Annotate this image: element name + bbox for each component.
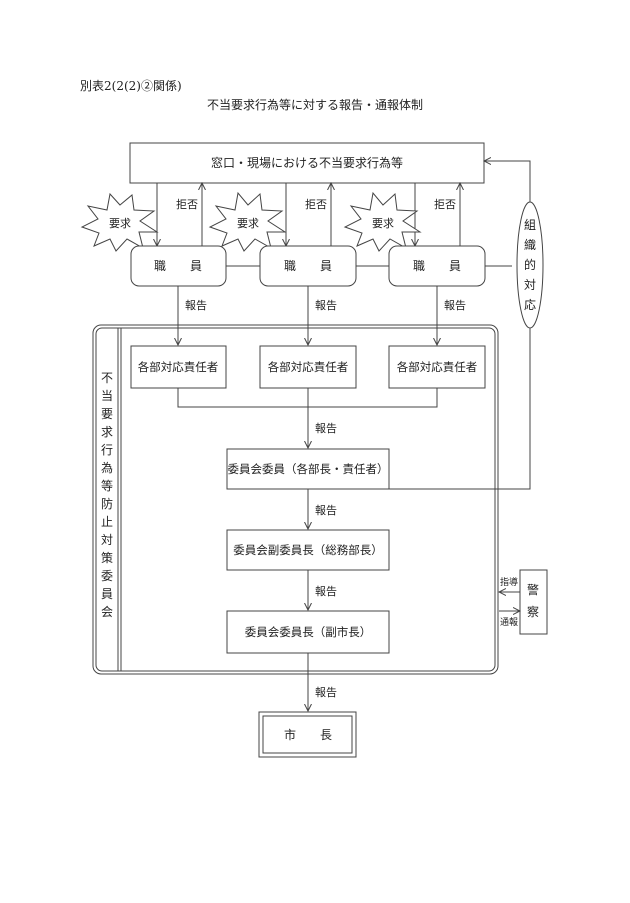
diagram-title: 不当要求行為等に対する報告・通報体制 <box>207 98 423 112</box>
member-label: 委員会委員（各部長・責任者） <box>228 462 389 476</box>
staff-label-1: 職 員 <box>154 259 202 273</box>
officer-label-2: 各部対応責任者 <box>268 360 349 374</box>
officer-label-1: 各部対応責任者 <box>138 360 219 374</box>
svg-text:不: 不 <box>101 371 113 385</box>
svg-text:為: 為 <box>101 461 113 475</box>
incident-box <box>129 142 485 184</box>
org-response-label: 組 織 的 対 応 <box>524 218 536 312</box>
officer-box-1 <box>130 345 227 389</box>
officer-label-3: 各部対応責任者 <box>397 360 478 374</box>
svg-text:要: 要 <box>101 407 113 421</box>
mayor-label: 市 長 <box>284 727 332 742</box>
member-box <box>226 448 390 490</box>
vice-chair-box <box>226 529 390 571</box>
demand-label-3: 要求 <box>372 217 394 230</box>
incident-label: 窓口・現場における不当要求行為等 <box>211 155 403 170</box>
svg-text:策: 策 <box>101 551 113 565</box>
report-label-staff-3: 報告 <box>444 299 466 312</box>
report-label-member: 報告 <box>315 422 337 435</box>
mayor-box-inner <box>262 715 353 754</box>
svg-text:等: 等 <box>101 479 113 493</box>
staff-label-3: 職 員 <box>413 259 461 273</box>
svg-text:組: 組 <box>524 218 536 232</box>
demand-burst-2: 要求 <box>208 191 287 252</box>
svg-text:会: 会 <box>101 605 113 619</box>
notification-label: 通報 <box>500 617 518 628</box>
svg-text:員: 員 <box>101 587 113 601</box>
refusal-label-2: 拒否 <box>305 198 327 211</box>
svg-text:当: 当 <box>101 389 113 403</box>
demand-burst-1: 要求 <box>80 192 159 252</box>
guidance-label: 指導 <box>500 576 518 588</box>
demand-burst-3: 要求 <box>343 191 422 252</box>
committee-frame-outer <box>92 324 499 675</box>
svg-text:対: 対 <box>101 533 113 547</box>
chair-label: 委員会委員長（副市長） <box>245 625 372 639</box>
chair-box <box>226 610 390 654</box>
staff-label-2: 職 員 <box>284 259 332 273</box>
report-label-staff-1: 報告 <box>185 299 207 312</box>
vice-chair-label: 委員会副委員長（総務部長） <box>233 543 383 557</box>
report-label-chair: 報告 <box>315 585 337 598</box>
report-label-staff-2: 報告 <box>315 299 337 312</box>
report-label-vice: 報告 <box>315 504 337 517</box>
svg-text:応: 応 <box>524 298 536 312</box>
report-label-mayor: 報告 <box>315 686 337 699</box>
committee-frame-inner <box>95 327 496 672</box>
demand-label-2: 要求 <box>237 217 259 230</box>
officer-box-3 <box>388 345 486 389</box>
svg-text:織: 織 <box>524 238 536 252</box>
svg-text:委: 委 <box>101 569 113 583</box>
svg-text:防: 防 <box>101 496 113 511</box>
svg-text:行: 行 <box>101 443 113 457</box>
police-label-2: 察 <box>527 605 539 619</box>
svg-text:的: 的 <box>524 257 536 272</box>
refusal-label-1: 拒否 <box>176 198 198 211</box>
org-response-ellipse <box>516 201 544 329</box>
reference-label: 別表2(2(2)②関係) <box>80 79 182 93</box>
refusal-label-3: 拒否 <box>434 198 456 211</box>
svg-text:対: 対 <box>524 278 536 292</box>
officer-box-2 <box>259 345 357 389</box>
svg-text:止: 止 <box>101 515 113 529</box>
committee-label: 不 当 要 求 行 為 等 防 止 対 策 委 員 会 <box>101 371 113 619</box>
svg-text:求: 求 <box>101 425 113 439</box>
demand-label-1: 要求 <box>109 217 131 230</box>
police-box <box>519 569 548 635</box>
police-label-1: 警 <box>527 582 539 597</box>
